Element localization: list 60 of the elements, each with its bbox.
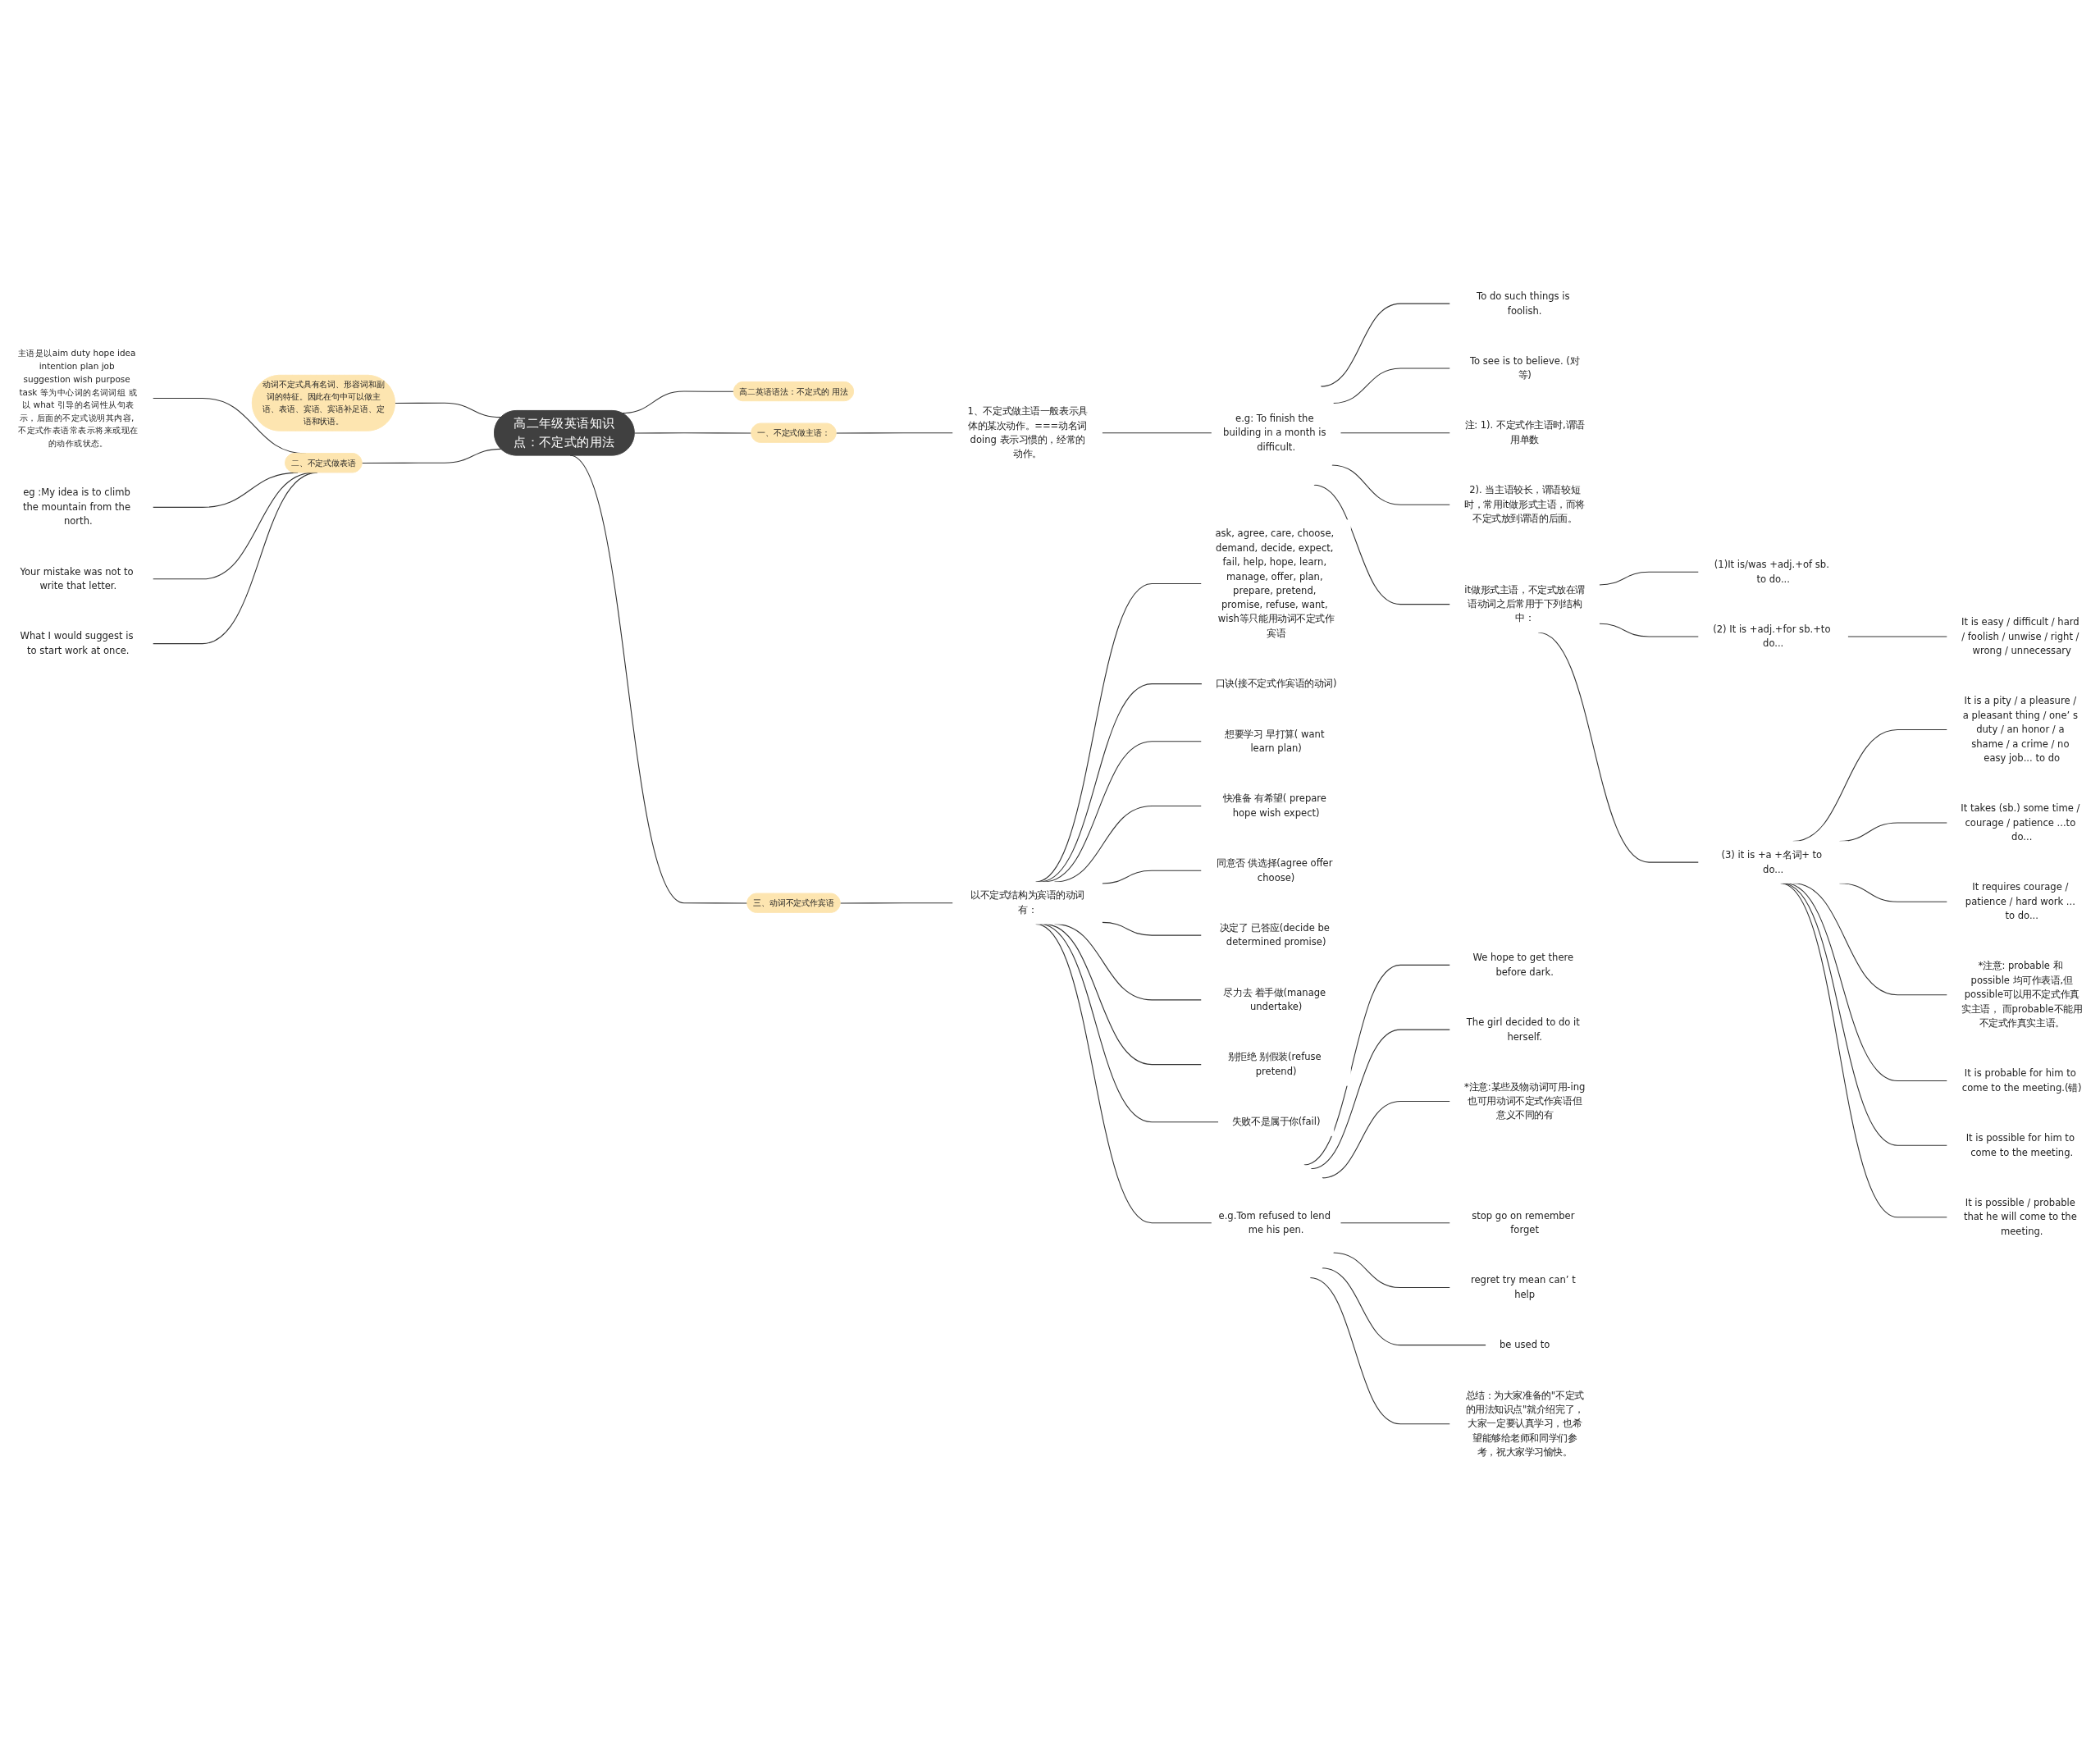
node-text: e.g.Tom refused to lend me his pen. bbox=[1218, 1210, 1331, 1235]
connector bbox=[1340, 1222, 1451, 1224]
connector bbox=[1599, 623, 1700, 637]
node-text: *注意:某些及物动词可用-ing也可用动词不定式作宾语但意义不同的有 bbox=[1463, 1081, 1586, 1121]
node-text: (1)It is/was +adj.+of sb. to do... bbox=[1714, 559, 1829, 585]
node-text: What I would suggest is to start work at once. bbox=[20, 630, 134, 656]
connector bbox=[1313, 484, 1451, 605]
node-text: (2) It is +adj.+for sb.+to do... bbox=[1713, 623, 1831, 649]
connector bbox=[835, 432, 954, 434]
node-text: 2). 当主语较长，谓语较短时，常用it做形式主语，而将不定式放到谓语的后面。 bbox=[1464, 484, 1585, 524]
node-text: It takes (sb.) some time / courage / patience ...to do... bbox=[1961, 802, 2080, 843]
node-text: ask, agree, care, choose, demand, decide, expect, fail, help, hope, learn, manage, offer, plan, prepare, pretend, promise, refuse, want, wish等只能用动词不定式作宾语 bbox=[1215, 527, 1335, 639]
connector bbox=[1303, 964, 1451, 1166]
connector bbox=[1101, 870, 1203, 884]
node-text: 失败不是属于你(fail) bbox=[1231, 1116, 1321, 1127]
connector bbox=[1599, 571, 1700, 586]
node-text: be used to bbox=[1500, 1339, 1550, 1350]
node-text: To do such things is foolish. bbox=[1477, 290, 1570, 317]
node-text: it做形式主语，不定式放在谓语动词之后常用于下列结构中： bbox=[1464, 584, 1585, 624]
node-text: *注意: probable 和 possible 均可作表语,但possible可以用不定式作真实主语， 而probable不能用不定式作真实主语。 bbox=[1961, 960, 2083, 1029]
connector bbox=[1332, 368, 1451, 404]
connector bbox=[1322, 1267, 1487, 1346]
node-text: 1、不定式做主语一般表示具体的某次动作。===动名词doing 表示习惯的，经常的动作。 bbox=[967, 405, 1088, 459]
node-text: It is possible for him to come to the meeting. bbox=[1965, 1132, 2075, 1158]
node-text: 口诀(接不定式作宾语的动词) bbox=[1215, 678, 1337, 689]
node-text: 主语是以aim duty hope idea intention plan job suggestion wish purpose task 等为中心词的名词词组 或以 what 引导的名词性从句表示，后面的不定式说明其内容, 不定式作表语常表示将来或现在的动作或状态。 bbox=[17, 348, 139, 449]
node-text: 别拒绝 别假装(refuse pretend) bbox=[1227, 1051, 1322, 1077]
node-text: 尽力去 着手做(manage undertake) bbox=[1223, 987, 1326, 1012]
node-text: The girl decided to do it herself. bbox=[1466, 1016, 1580, 1042]
node-text: It is possible / probable that he will come to the meeting. bbox=[1963, 1197, 2077, 1237]
node-text: We hope to get there before dark. bbox=[1472, 952, 1574, 978]
node-text: It is easy / difficult / hard / foolish / unwise / right / wrong / unnecessary bbox=[1961, 616, 2079, 656]
connector bbox=[1310, 1029, 1451, 1170]
node-text: It is a pity / a pleasure / a pleasant thing / one’ s duty / an honor / a shame / a crime / no easy job... to do bbox=[1962, 695, 2078, 764]
node-text: regret try mean can’ t help bbox=[1470, 1274, 1576, 1300]
connector bbox=[1340, 432, 1451, 434]
node-text: Your mistake was not to write that letter. bbox=[20, 566, 134, 591]
connector bbox=[1332, 1252, 1451, 1289]
connector bbox=[839, 902, 954, 904]
node-text: eg :My idea is to climb the mountain from the north. bbox=[22, 486, 131, 527]
node-text: (3) it is +a +名词+ to do... bbox=[1721, 849, 1823, 874]
connector bbox=[1331, 464, 1451, 505]
connector bbox=[1309, 1277, 1451, 1425]
connector bbox=[1322, 1101, 1451, 1179]
node-text: To see is to believe. (对等) bbox=[1469, 355, 1580, 381]
connector bbox=[1320, 303, 1451, 387]
connector bbox=[1101, 921, 1203, 936]
node-text: It requires courage / patience / hard work ... to do... bbox=[1965, 881, 2075, 921]
node-text: 决定了 已答应(decide be determined promise) bbox=[1219, 922, 1330, 948]
node-text: 注: 1). 不定式作主语时,谓语用单数 bbox=[1464, 420, 1585, 445]
node-text: 总结：为大家准备的"不定式的用法知识点"就介绍完了，大家一定要认真学习，也希望能够给老师和同学们参考，祝大家学习愉快。 bbox=[1465, 1390, 1584, 1458]
connector bbox=[633, 432, 752, 434]
node-text: 同意否 供选择(agree offer choose) bbox=[1217, 857, 1333, 884]
connector bbox=[1101, 432, 1212, 434]
node-text: 想要学习 早打算( want learn plan) bbox=[1225, 728, 1325, 754]
node-text: e.g: To finish the building in a month is difficult. bbox=[1223, 413, 1326, 453]
node-text: stop go on remember forget bbox=[1472, 1210, 1575, 1235]
node-text: It is probable for him to come to the meeting.(错) bbox=[1961, 1067, 2082, 1094]
node-text: 快准备 有希望( prepare hope wish expect) bbox=[1222, 792, 1326, 819]
connector bbox=[361, 448, 502, 464]
